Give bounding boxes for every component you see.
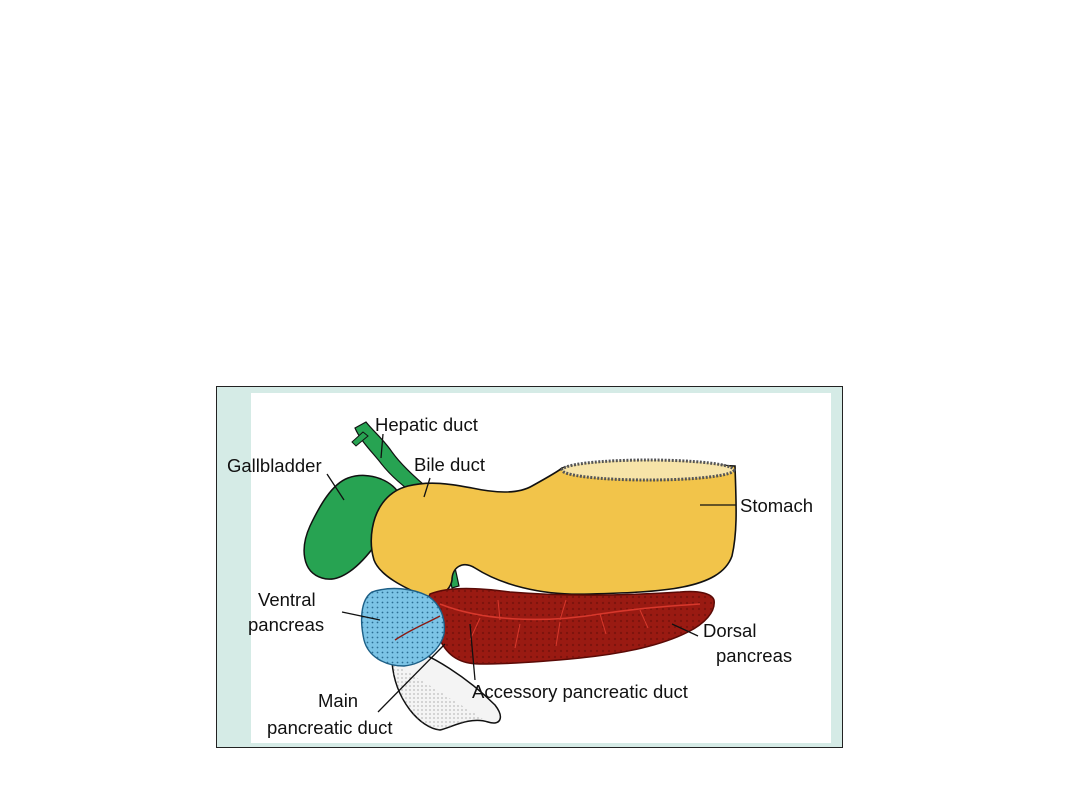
dorsal-pancreas-label-line1: Dorsal <box>703 620 756 641</box>
figure-frame <box>216 386 843 748</box>
main-pancreatic-duct-label-line1: Main <box>318 690 358 711</box>
gallbladder-leader <box>326 473 345 501</box>
main-pancreatic-duct-label-line2: pancreatic duct <box>267 717 392 738</box>
bile-duct-leader <box>423 477 431 498</box>
dorsal-pancreas-label-line2: pancreas <box>716 645 792 666</box>
hepatic-duct-leader <box>380 433 384 459</box>
ventral-pancreas-leader <box>341 611 381 621</box>
bile-duct-label: Bile duct <box>414 454 485 475</box>
main-duct-leader <box>377 643 446 713</box>
hepatic-duct-label: Hepatic duct <box>375 414 478 435</box>
dorsal-pancreas-leader <box>671 623 699 637</box>
ventral-pancreas-label-line1: Ventral <box>258 589 316 610</box>
ventral-pancreas-label-line2: pancreas <box>248 614 324 635</box>
stomach-label: Stomach <box>740 495 813 516</box>
stomach-opening <box>560 458 736 482</box>
stomach-shape <box>370 461 737 598</box>
accessory-duct-leader <box>469 623 476 681</box>
gallbladder-label: Gallbladder <box>227 455 322 476</box>
accessory-pancreatic-duct-label: Accessory pancreatic duct <box>472 681 688 702</box>
